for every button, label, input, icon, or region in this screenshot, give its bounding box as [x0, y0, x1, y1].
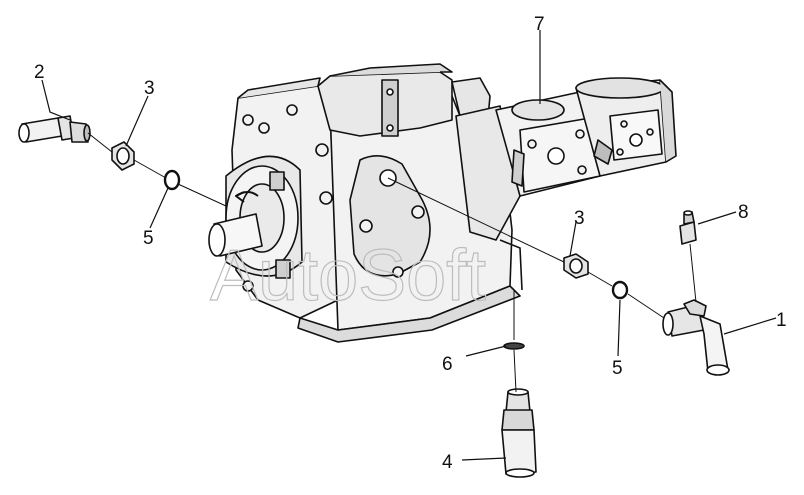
callout-2: 2 [34, 62, 45, 83]
callout-3-left: 3 [144, 78, 155, 99]
part-6-washer [503, 342, 525, 350]
part-3-nut-right [563, 253, 589, 279]
callout-5-right: 5 [612, 358, 623, 379]
callouts: 2 3 5 7 8 3 1 5 6 4 [34, 14, 787, 473]
part-1-tee-fitting [662, 299, 730, 376]
leader-lines [41, 30, 777, 461]
callout-8: 8 [738, 202, 749, 223]
auxiliary-pump [455, 77, 677, 241]
part-5-seal-ring-right [611, 280, 629, 300]
assembly-axes [87, 132, 697, 393]
part-3-nut-left [111, 141, 135, 171]
callout-7: 7 [534, 14, 545, 35]
callout-5-left: 5 [143, 228, 154, 249]
callout-3-right: 3 [574, 208, 585, 229]
drive-shaft [208, 213, 263, 257]
part-2-elbow-fitting [18, 115, 91, 143]
callout-4: 4 [442, 452, 453, 473]
callout-6: 6 [442, 354, 453, 375]
part-8-sensor [679, 210, 697, 245]
callout-1: 1 [776, 310, 787, 331]
part-4-drain-plug [501, 388, 537, 478]
part-5-seal-ring-left [163, 169, 181, 191]
watermark-text: AutoSoft [210, 236, 486, 316]
